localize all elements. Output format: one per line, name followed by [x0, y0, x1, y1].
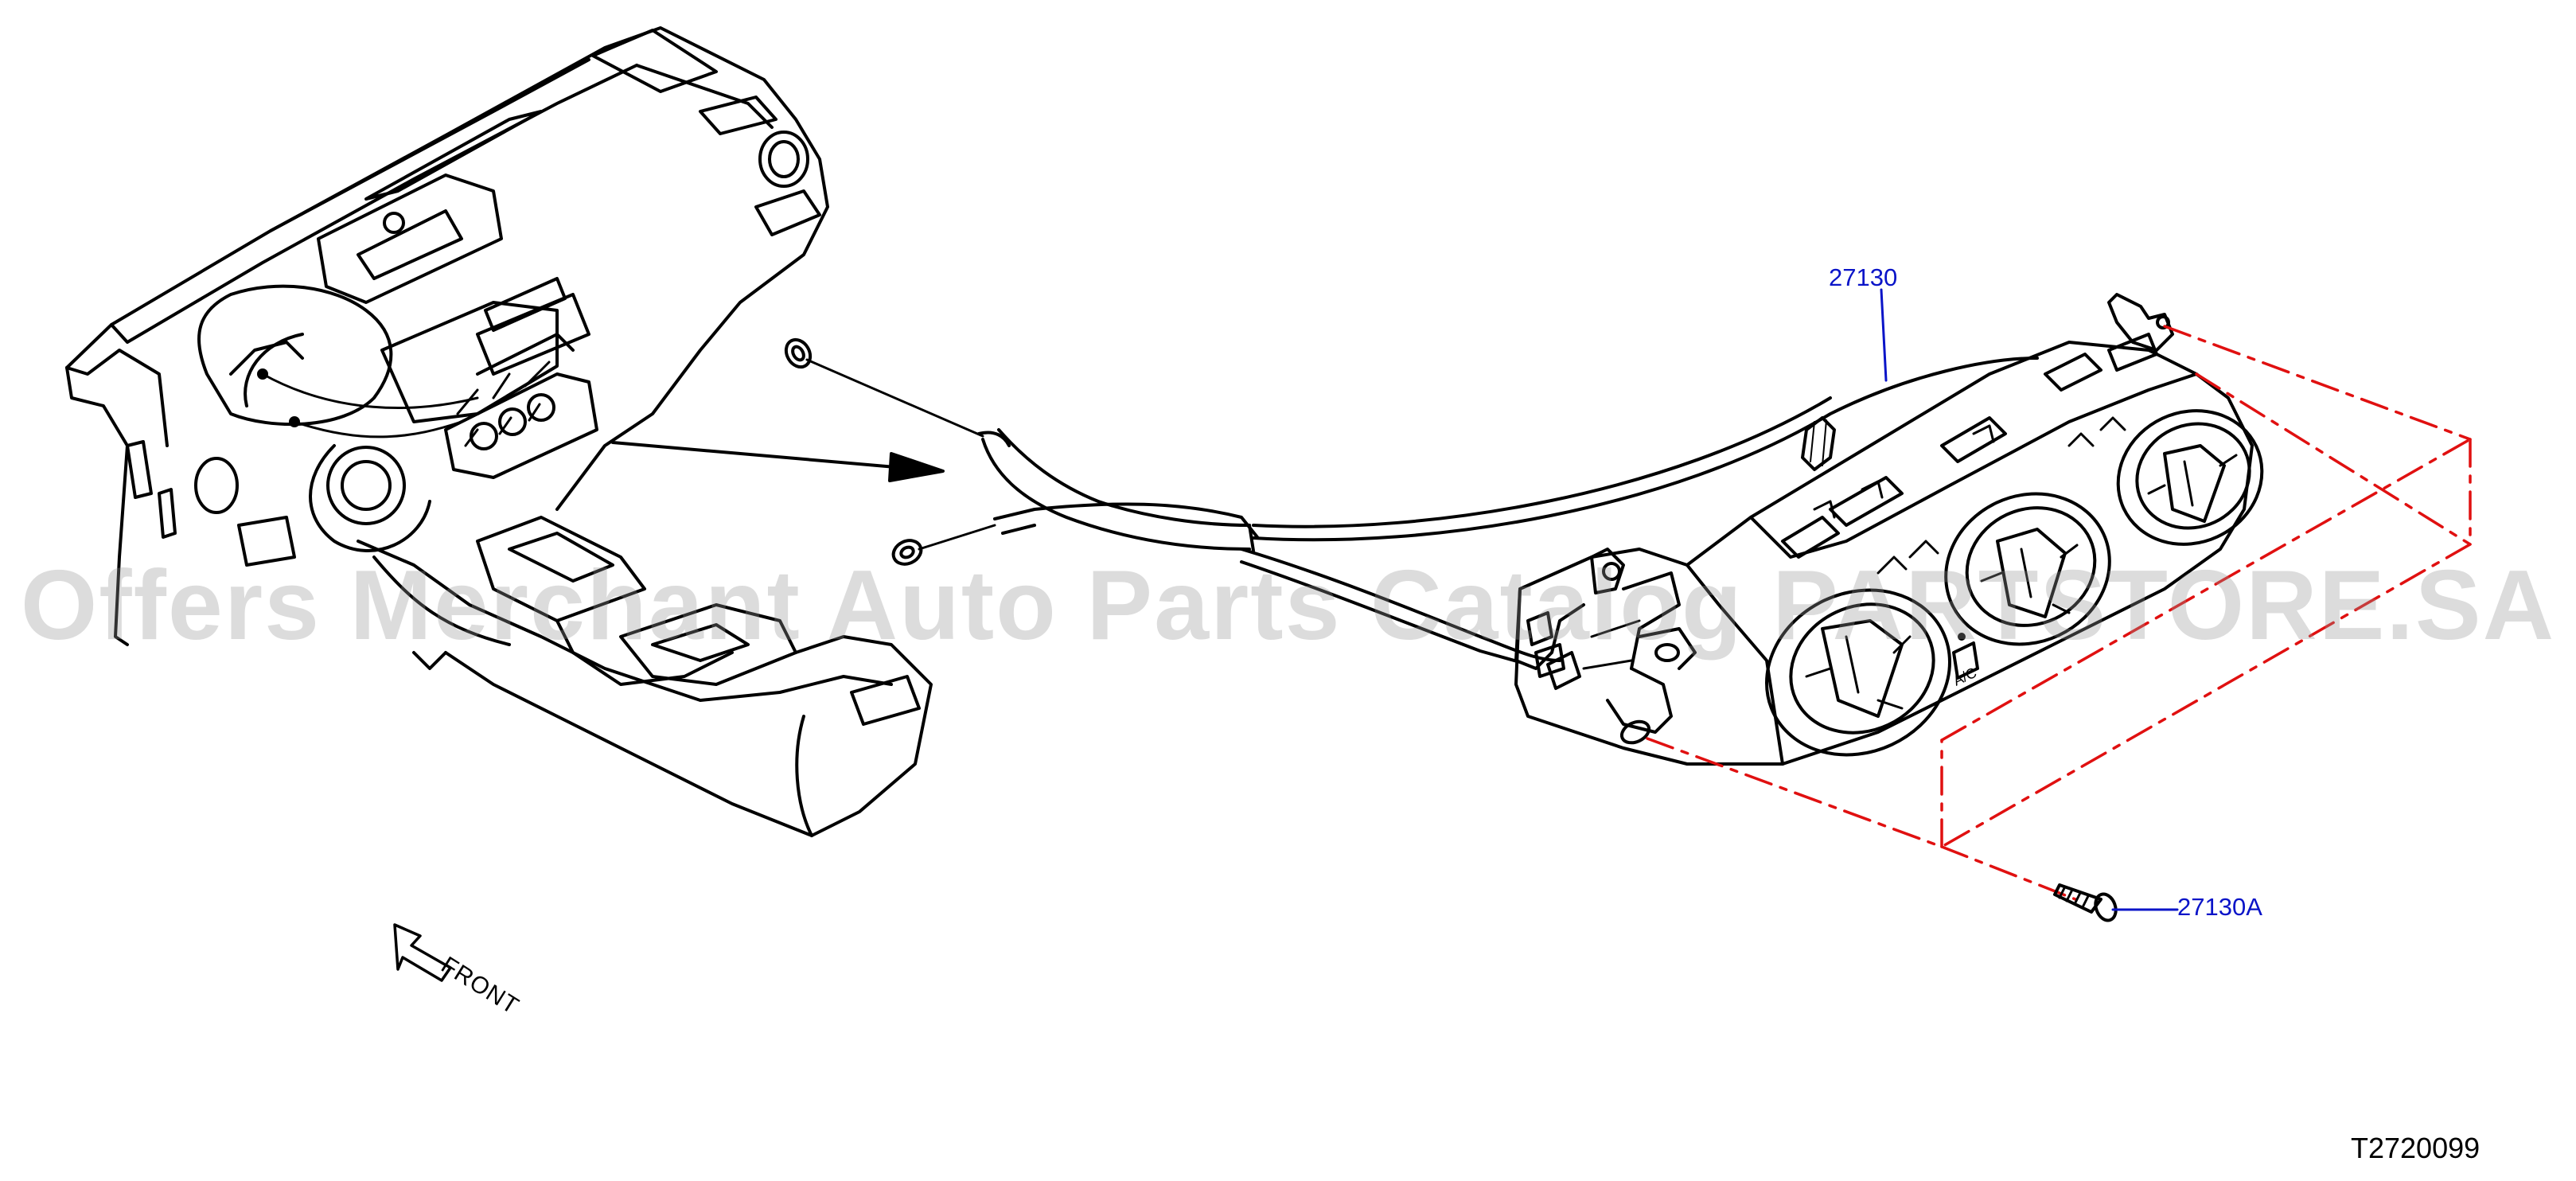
callout-27130[interactable]: 27130 [1829, 263, 1898, 291]
reference-code: T2720099 [2351, 1132, 2481, 1164]
dashboard-illustration [65, 26, 945, 837]
assembly-phantom-lines [1646, 325, 2472, 901]
control-cables [784, 337, 2039, 664]
screw-icon [2053, 883, 2179, 922]
front-arrow-icon [393, 923, 452, 982]
heater-control-unit: A/C [1514, 288, 2264, 766]
callout-27130A[interactable]: 27130A [2177, 893, 2262, 921]
